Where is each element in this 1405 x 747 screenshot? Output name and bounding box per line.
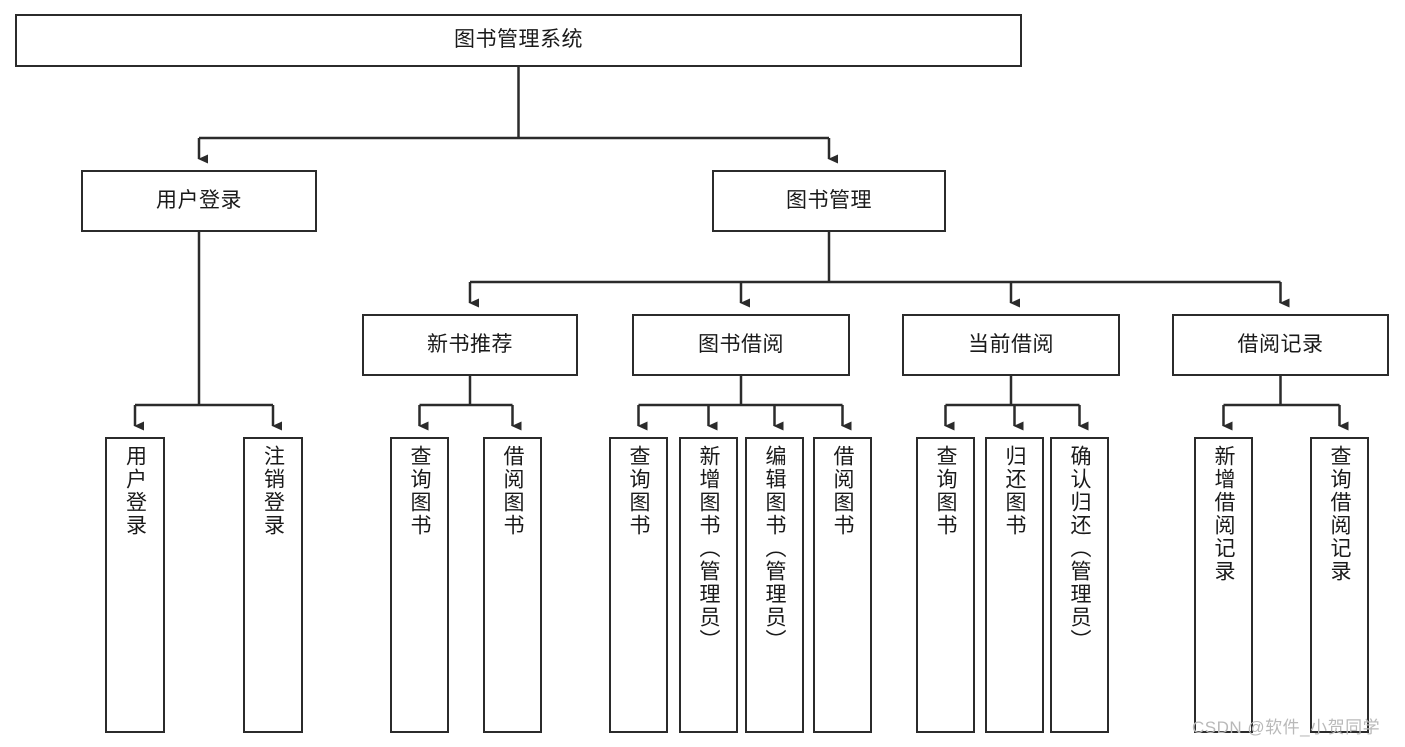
node-label: 编辑图书（管理员） [763,445,786,652]
node-leaf-leaf-return-book[interactable]: 归还图书 [985,437,1044,733]
node-leaf-leaf-query-book-rec[interactable]: 查询图书 [390,437,449,733]
edge-group [133,67,1349,431]
node-level2-current-borrow[interactable]: 当前借阅 [902,314,1120,376]
node-leaf-leaf-confirm-return-admin[interactable]: 确认归还（管理员） [1050,437,1109,733]
node-label: 用户登录 [123,445,147,537]
node-level1-book-manage[interactable]: 图书管理 [712,170,946,232]
node-leaf-leaf-borrow-book[interactable]: 借阅图书 [813,437,872,733]
node-leaf-leaf-user-logout[interactable]: 注销登录 [243,437,303,733]
watermark: CSDN @软件_小贺同学 [1192,718,1381,737]
node-label: 注销登录 [261,445,285,537]
node-leaf-leaf-user-login[interactable]: 用户登录 [105,437,165,733]
node-label: 图书管理系统 [454,28,583,52]
node-label: 查询图书 [627,445,650,537]
node-label: 确认归还（管理员） [1068,445,1091,652]
node-label: 新书推荐 [427,332,513,356]
node-level2-borrow-record[interactable]: 借阅记录 [1172,314,1389,376]
node-leaf-leaf-query-book-current[interactable]: 查询图书 [916,437,975,733]
node-label: 查询图书 [408,445,431,537]
node-label: 新增借阅记录 [1212,445,1235,583]
node-level1-user-login[interactable]: 用户登录 [81,170,317,232]
node-label: 查询图书 [934,445,957,537]
node-label: 借阅记录 [1237,332,1324,356]
node-label: 用户登录 [156,188,242,212]
node-leaf-leaf-add-book-admin[interactable]: 新增图书（管理员） [679,437,738,733]
node-label: 图书管理 [786,188,872,212]
node-leaf-leaf-edit-book-admin[interactable]: 编辑图书（管理员） [745,437,804,733]
node-label: 借阅图书 [501,445,524,537]
node-leaf-leaf-query-borrow-record[interactable]: 查询借阅记录 [1310,437,1369,733]
node-level2-new-book-recommend[interactable]: 新书推荐 [362,314,578,376]
node-level2-book-borrow[interactable]: 图书借阅 [632,314,850,376]
node-label: 归还图书 [1003,445,1026,537]
node-label: 新增图书（管理员） [697,445,720,652]
node-label: 图书借阅 [698,332,784,356]
node-root-root[interactable]: 图书管理系统 [15,14,1022,67]
node-label: 当前借阅 [968,332,1054,356]
node-label: 查询借阅记录 [1328,445,1351,583]
node-leaf-leaf-add-borrow-record[interactable]: 新增借阅记录 [1194,437,1253,733]
node-leaf-leaf-borrow-book-rec[interactable]: 借阅图书 [483,437,542,733]
node-leaf-leaf-query-book-borrow[interactable]: 查询图书 [609,437,668,733]
node-label: 借阅图书 [831,445,854,537]
